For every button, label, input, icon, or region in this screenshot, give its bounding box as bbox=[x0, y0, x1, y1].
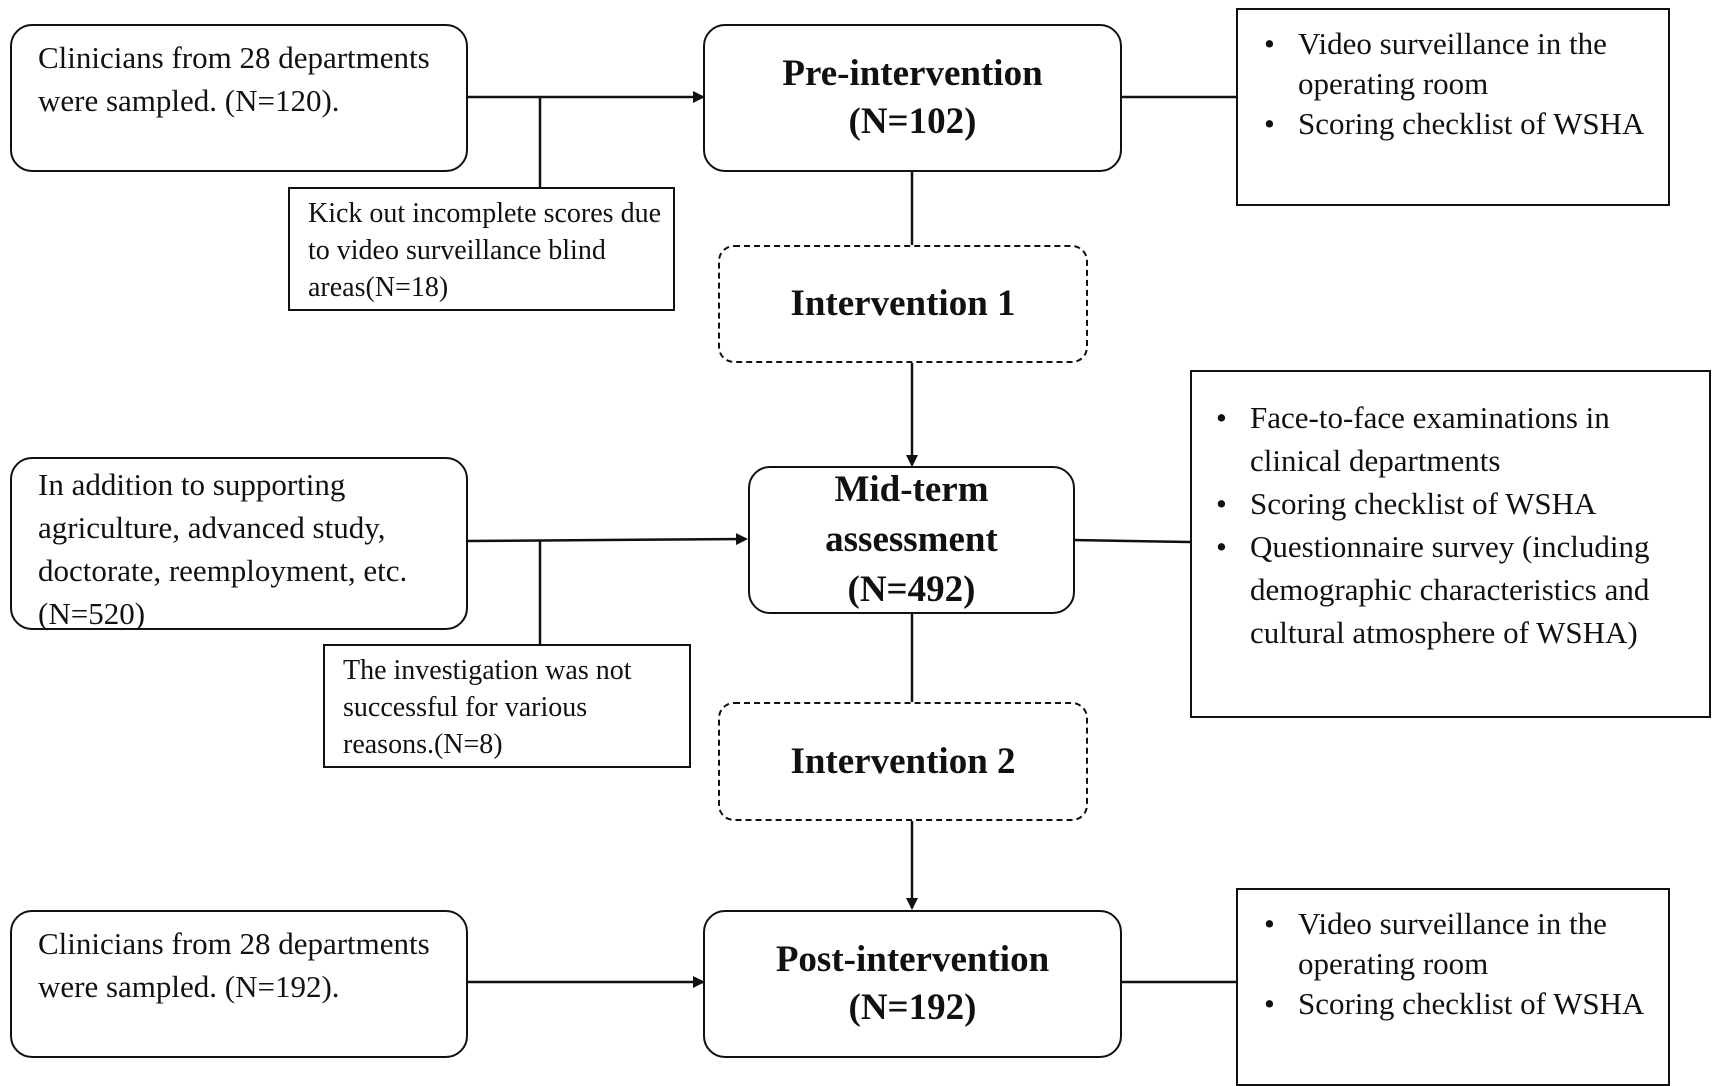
pre-source-text: Clinicians from 28 departments were samp… bbox=[38, 40, 430, 118]
post-intervention-title: Post-intervention bbox=[775, 939, 1050, 980]
intervention-1-box: Intervention 1 bbox=[718, 245, 1088, 363]
pre-method-item: Scoring checklist of WSHA bbox=[1250, 104, 1658, 144]
pre-source-box: Clinicians from 28 departments were samp… bbox=[10, 24, 468, 172]
mid-method-item: Scoring checklist of WSHA bbox=[1202, 482, 1699, 525]
intervention-2-label: Intervention 2 bbox=[790, 740, 1016, 782]
mid-term-count: (N=492) bbox=[847, 569, 976, 610]
intervention-2-box: Intervention 2 bbox=[718, 702, 1088, 821]
line-mid-to-methods bbox=[1071, 538, 1191, 544]
pre-methods-box: Video surveillance in the operating room… bbox=[1236, 8, 1670, 206]
post-method-item: Video surveillance in the operating room bbox=[1250, 904, 1658, 984]
intervention-1-label: Intervention 1 bbox=[790, 283, 1016, 324]
mid-method-item: Face-to-face examinations in clinical de… bbox=[1202, 396, 1699, 482]
mid-source-box: In addition to supporting agriculture, a… bbox=[10, 457, 468, 631]
mid-source-text: In addition to supporting agriculture, a… bbox=[38, 467, 408, 631]
arrow-mid-source-to-mid bbox=[465, 533, 748, 546]
mid-exclusion-text: The investigation was not successful for… bbox=[343, 655, 632, 760]
pre-method-item: Video surveillance in the operating room bbox=[1250, 24, 1658, 104]
mid-methods-box: Face-to-face examinations in clinical de… bbox=[1190, 370, 1711, 718]
mid-term-box: Mid-term assessment (N=492) bbox=[748, 466, 1075, 614]
post-methods-list: Video surveillance in the operating room… bbox=[1250, 904, 1658, 1024]
pre-intervention-box: Pre-intervention (N=102) bbox=[703, 24, 1122, 172]
mid-methods-list: Face-to-face examinations in clinical de… bbox=[1202, 396, 1699, 654]
mid-exclusion-box: The investigation was not successful for… bbox=[323, 644, 691, 768]
mid-term-title: Mid-term bbox=[834, 469, 989, 510]
mid-method-item: Questionnaire survey (including demograp… bbox=[1202, 525, 1699, 654]
post-methods-box: Video surveillance in the operating room… bbox=[1236, 888, 1670, 1086]
mid-term-subtitle: assessment bbox=[825, 519, 998, 560]
pre-methods-list: Video surveillance in the operating room… bbox=[1250, 24, 1658, 144]
post-source-box: Clinicians from 28 departments were samp… bbox=[10, 910, 468, 1058]
pre-intervention-title: Pre-intervention bbox=[782, 53, 1043, 94]
pre-intervention-count: (N=102) bbox=[848, 101, 977, 142]
pre-exclusion-text: Kick out incomplete scores due to video … bbox=[308, 198, 662, 303]
pre-exclusion-box: Kick out incomplete scores due to video … bbox=[288, 187, 675, 311]
post-method-item: Scoring checklist of WSHA bbox=[1250, 984, 1658, 1024]
post-intervention-count: (N=192) bbox=[848, 987, 977, 1028]
post-source-text: Clinicians from 28 departments were samp… bbox=[38, 926, 430, 1004]
post-intervention-box: Post-intervention (N=192) bbox=[703, 910, 1122, 1058]
